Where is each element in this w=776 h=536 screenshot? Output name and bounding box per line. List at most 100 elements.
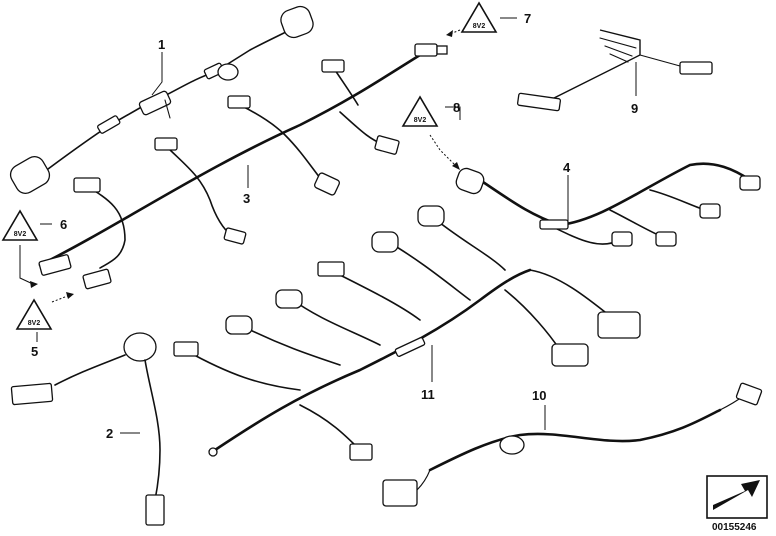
harness-1-clip: [97, 115, 121, 134]
harness-1-connector-large: [9, 156, 51, 194]
leader-8: [445, 106, 461, 120]
callout-arrows: [19, 29, 461, 303]
ribbon-9-outline: [530, 29, 641, 101]
harness-3-connector-g: [73, 177, 101, 193]
harness-2-wire-left: [54, 354, 126, 386]
harness-part-2: [10, 332, 165, 526]
leader-1: [151, 52, 163, 96]
harness-3-connector-b: [227, 95, 251, 109]
warning-triangle-5: 8V2: [15, 298, 53, 330]
harness-3-connector-top-pin: [436, 45, 448, 55]
catalog-logo: 00155246: [706, 475, 768, 533]
harness-3-connector-d: [374, 135, 400, 155]
harness-11-connector-2: [371, 231, 399, 253]
warning-triangle-7: 8V2: [460, 1, 498, 33]
harness-11-branch-5: [239, 324, 341, 366]
warning-triangle-8: 8V2: [401, 95, 439, 127]
harness-part-10: [382, 382, 763, 507]
harness-3-connector-e: [154, 137, 178, 151]
warning-triangle-shape: [15, 298, 53, 330]
harness-1-junction: [138, 90, 172, 116]
harness-11-main: [213, 268, 532, 452]
warning-triangle-text: 8V2: [473, 23, 486, 30]
leader-lines: [36, 17, 637, 434]
harness-10-grommet: [499, 435, 525, 455]
harness-11-ring-terminal: [208, 447, 218, 457]
harness-10-connector-left: [382, 479, 418, 507]
harness-3-branch-a: [334, 69, 359, 106]
harness-4-connector-a: [611, 231, 633, 247]
harness-10-tail-left: [416, 469, 431, 491]
ribbon-9-connector-left: [516, 92, 562, 112]
harness-11-connector-1: [417, 205, 445, 227]
warning-triangle-shape: [460, 1, 498, 33]
warning-triangle-text: 8V2: [414, 117, 427, 124]
warning-triangle-shape: [401, 95, 439, 127]
part-numbers: 1 2 3 4 5 6 7 8 9 10 11: [31, 11, 638, 441]
harness-11-branch-2: [384, 239, 471, 301]
harness-11-branch-7: [299, 404, 361, 451]
arrow-8-head: [452, 162, 460, 170]
harness-10-connector-right: [735, 382, 763, 406]
part-number-6: 6: [60, 217, 67, 232]
harness-11-connector-3: [317, 261, 345, 277]
harness-4-connector-end: [739, 175, 761, 191]
harness-11-connector-right-a: [597, 311, 641, 339]
harness-1-wire: [39, 29, 291, 176]
arrow-5-head: [66, 292, 74, 299]
harness-4-main: [478, 162, 752, 227]
harness-2-connector-left: [10, 382, 54, 406]
warning-triangle-text: 8V2: [14, 231, 27, 238]
harness-part-1: [9, 5, 314, 194]
harness-11-connector-6: [173, 341, 199, 357]
harness-3-connector-h: [38, 254, 72, 276]
arrow-5: [51, 294, 71, 303]
warning-triangle-text: 8V2: [28, 320, 41, 327]
arrow-6-head: [30, 281, 38, 288]
part-number-9: 9: [631, 101, 638, 116]
harness-3-main: [38, 53, 422, 267]
harness-11-branch-right-b: [504, 289, 561, 351]
harness-3-branch-b: [239, 104, 321, 179]
harness-3-connector-i: [82, 268, 112, 290]
harness-part-3: [38, 43, 448, 290]
harness-4-branch-c: [649, 189, 706, 211]
ribbon-9-folds: [599, 37, 637, 63]
part-number-1: 1: [158, 37, 165, 52]
harness-4-connector-b: [655, 231, 677, 247]
harness-part-4: [455, 162, 761, 247]
harness-3-connector-a: [321, 59, 345, 73]
arrow-7-head: [446, 30, 453, 37]
part-number-11: 11: [421, 387, 435, 402]
logo-arrow-icon: [713, 480, 760, 510]
harness-11-connector-7: [349, 443, 373, 461]
harness-3-branch-e: [164, 144, 233, 237]
arrow-8: [429, 134, 459, 169]
ribbon-part-9: [516, 29, 713, 112]
harness-part-11: [173, 205, 641, 461]
harness-3-branch-g: [84, 184, 126, 269]
harness-4-sleeve: [539, 219, 569, 230]
harness-11-branch-3: [329, 269, 421, 321]
ribbon-9-connector-right: [679, 61, 713, 75]
harness-11-sleeve: [394, 337, 426, 357]
document-id: 00155246: [712, 522, 757, 533]
harness-3-connector-f: [223, 227, 247, 245]
part-number-3: 3: [243, 191, 250, 206]
harness-1-connector-top: [280, 5, 314, 39]
harness-11-connector-4: [275, 289, 303, 309]
harness-10-main: [428, 408, 722, 472]
harness-11-connector-5: [225, 315, 253, 335]
part-number-8: 8: [453, 100, 460, 115]
part-number-2: 2: [106, 426, 113, 441]
harness-2-grommet: [123, 332, 157, 362]
harness-2-wire-down: [144, 359, 161, 501]
harness-1-branch: [164, 99, 171, 119]
warning-triangle-6: 8V2: [1, 209, 39, 241]
harness-2-connector-bottom: [145, 494, 165, 526]
warning-triangle-shape: [1, 209, 39, 241]
ribbon-9-tail: [639, 54, 681, 67]
harness-4-branch-a: [554, 227, 621, 245]
